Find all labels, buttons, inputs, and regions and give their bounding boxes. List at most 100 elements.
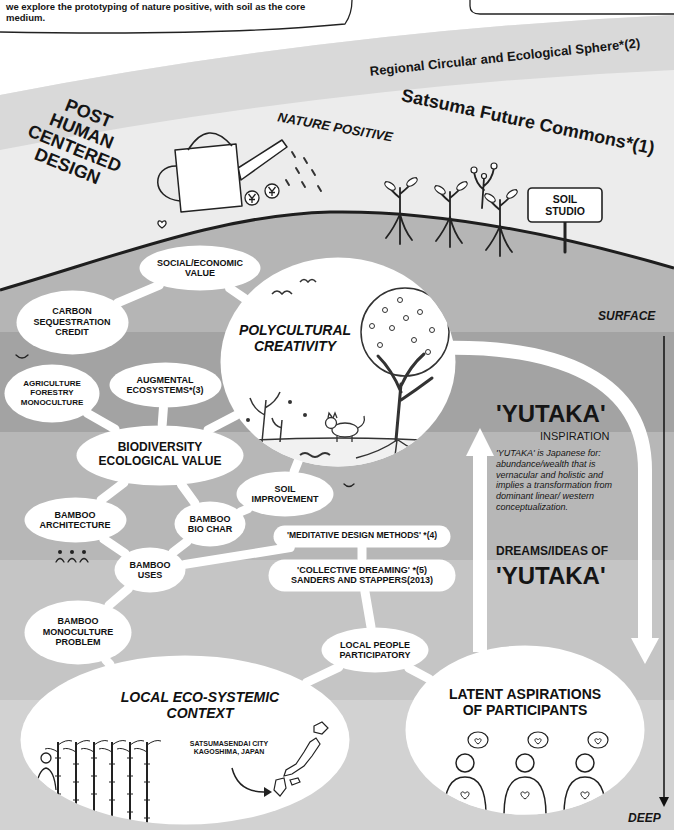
node-label: AUGMENTAL ECOSYSTEMS*(3) — [123, 375, 207, 396]
branch-connector — [101, 483, 124, 501]
yutaka-title: 'YUTAKA' — [496, 562, 606, 590]
illustration-shape — [274, 525, 451, 547]
illustration-shape — [73, 781, 79, 782]
illustration-shape — [521, 792, 529, 799]
node-text-group: 'COLLECTIVE DREAMING' *(5) SANDERS AND S… — [282, 565, 442, 586]
illustration-shape — [91, 775, 97, 776]
node-text-group: SOCIAL/ECONOMIC VALUE — [154, 258, 246, 279]
illustration-shape — [288, 400, 292, 404]
context-ellipse: LOCAL ECO-SYSTEMIC CONTEXT — [20, 655, 350, 825]
illustration-shape — [383, 180, 396, 192]
yutaka-note: 'YUTAKA' is Japanese for: abundance/weal… — [496, 448, 626, 513]
illustration-shape — [250, 392, 282, 442]
commons-label: Satsuma Future Commons*(1) — [400, 85, 657, 159]
node-label: LATENT ASPIRATIONS OF PARTICIPANTS — [440, 686, 610, 718]
illustration-shape — [55, 775, 61, 776]
illustration-shape — [238, 140, 287, 180]
illustration-shape — [58, 550, 86, 554]
illustration-shape — [535, 739, 541, 744]
illustration-shape — [36, 768, 56, 790]
illustration-shape — [444, 732, 608, 815]
illustration-shape — [158, 133, 287, 212]
illustration-shape — [290, 778, 300, 785]
illustration-shape — [99, 741, 126, 753]
illustration-shape — [134, 741, 161, 753]
method-pill: 'COLLECTIVE DREAMING' *(5) SANDERS AND S… — [268, 559, 456, 592]
branch-connector — [307, 667, 339, 682]
branch-connector — [365, 592, 371, 628]
illustration-shape — [328, 413, 364, 442]
concept-bubble: AGRICULTURE FORESTRY MONOCULTURE — [4, 364, 100, 423]
illustration-shape — [16, 290, 128, 354]
illustration-shape — [466, 428, 494, 456]
illustration-shape — [91, 793, 97, 794]
illustration-shape — [406, 646, 645, 815]
illustration-shape — [444, 732, 608, 815]
illustration-shape — [245, 191, 259, 205]
illustration-shape — [269, 187, 276, 196]
branch-connector — [230, 288, 245, 298]
illustration-shape — [564, 222, 567, 252]
illustration-shape — [588, 732, 608, 748]
illustration-shape — [440, 348, 645, 652]
illustration-shape — [221, 258, 456, 467]
illustration-shape — [286, 152, 321, 191]
illustration-shape — [127, 757, 133, 758]
illustration-shape — [140, 246, 261, 291]
illustration-layer — [405, 645, 645, 815]
node-text-group: BAMBOO USES — [125, 560, 175, 581]
illustration-shape — [25, 600, 132, 664]
illustration-shape — [418, 310, 423, 315]
illustration-shape — [386, 214, 412, 244]
illustration-shape — [249, 194, 256, 203]
illustration-shape — [73, 817, 79, 818]
illustration-shape — [505, 188, 518, 200]
illustration-shape — [456, 754, 474, 772]
illustration-shape — [129, 742, 131, 830]
illustration-shape — [73, 763, 79, 764]
illustration-shape — [21, 656, 350, 825]
illustration-shape — [109, 363, 221, 408]
illustration-shape — [581, 792, 589, 799]
illustration-shape — [659, 797, 669, 807]
concept-bubble: SOIL IMPROVEMENT — [236, 471, 334, 517]
illustration-shape — [405, 176, 418, 188]
illustration-shape — [127, 811, 133, 812]
illustration-shape — [564, 777, 606, 815]
illustration-shape — [55, 811, 61, 812]
node-text-group: BAMBOO MONOCULTURE PROBLEM — [38, 616, 118, 647]
illustration-shape — [81, 741, 108, 753]
illustration-shape — [390, 326, 395, 331]
illustration-shape — [576, 754, 594, 772]
illustration-shape — [222, 280, 456, 471]
illustration-shape — [144, 781, 150, 782]
branch-connector — [109, 589, 129, 606]
illustration-shape — [146, 742, 148, 830]
illustration-shape — [286, 152, 321, 191]
illustration-shape — [274, 722, 328, 796]
illustration-shape — [412, 338, 417, 343]
illustration-shape — [314, 722, 328, 734]
node-text-group: LATENT ASPIRATIONS OF PARTICIPANTS — [440, 686, 610, 718]
illustration-shape — [175, 502, 246, 547]
illustration-shape — [272, 280, 316, 295]
illustration-shape — [483, 192, 496, 204]
illustration-shape — [361, 288, 449, 376]
illustration-shape — [41, 753, 51, 763]
illustration-shape — [344, 484, 354, 487]
illustration-layer — [20, 655, 350, 825]
illustration-shape — [109, 781, 115, 782]
node-label: 'COLLECTIVE DREAMING' *(5) SANDERS AND S… — [282, 565, 442, 586]
illustration-shape — [461, 792, 469, 799]
illustration-shape — [222, 438, 456, 442]
illustration-shape — [0, 0, 674, 33]
illustration-shape — [466, 428, 659, 664]
illustration-shape — [631, 638, 659, 664]
concept-bubble: BAMBOO MONOCULTURE PROBLEM — [24, 600, 132, 665]
polyculture-circle: POLYCULTURAL CREATIVITY — [220, 257, 456, 467]
illustration-shape — [504, 777, 546, 815]
design-label: POST HUMAN CENTERED DESIGN — [14, 85, 142, 196]
illustration-shape — [109, 799, 115, 800]
illustration-shape — [491, 163, 497, 169]
illustration-shape — [91, 757, 97, 758]
